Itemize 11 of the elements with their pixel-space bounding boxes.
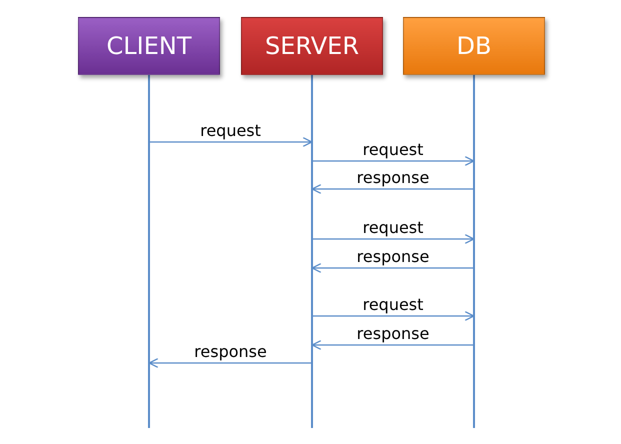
message-arrow bbox=[311, 184, 473, 194]
message-arrow bbox=[311, 340, 473, 350]
participant-box: CLIENT bbox=[78, 17, 220, 75]
message-arrow bbox=[148, 358, 311, 368]
participant-box: SERVER bbox=[241, 17, 383, 75]
message-arrow bbox=[150, 136, 313, 148]
message-arrow bbox=[313, 234, 475, 244]
participant-box: DB bbox=[403, 17, 545, 75]
message-arrow bbox=[313, 310, 475, 322]
message-arrow bbox=[313, 156, 475, 166]
message-arrow bbox=[311, 262, 473, 274]
